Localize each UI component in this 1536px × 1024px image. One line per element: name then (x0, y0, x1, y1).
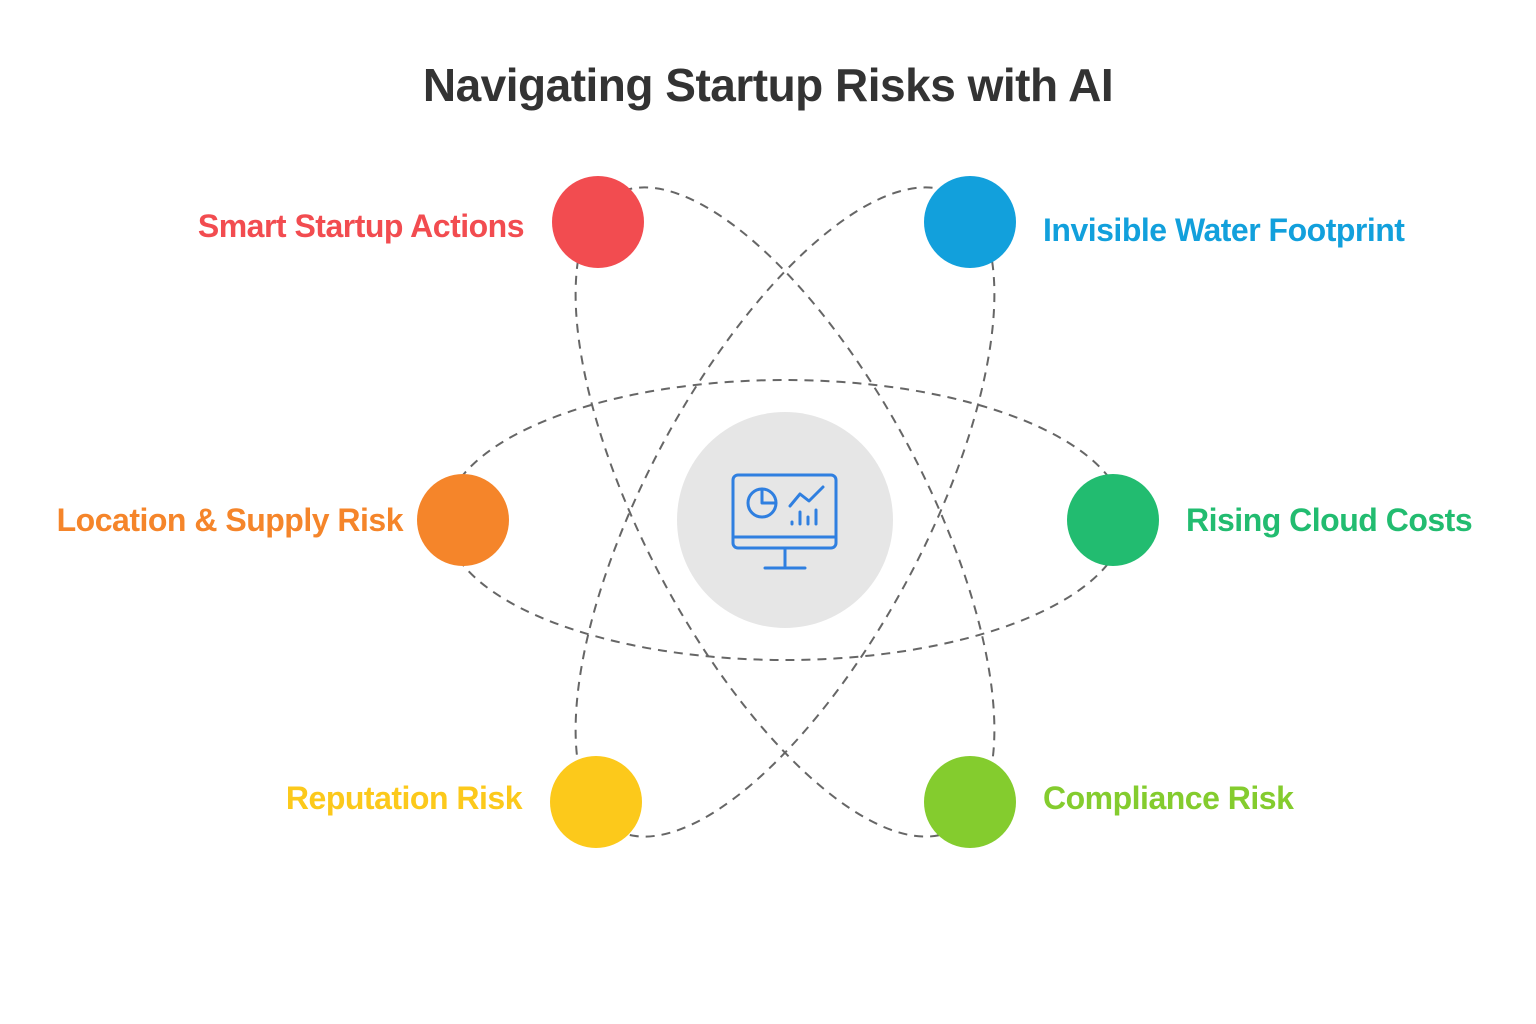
label-compliance-risk: Compliance Risk (1043, 780, 1294, 816)
center-hub (677, 412, 893, 628)
node-dot-compliance-risk (924, 756, 1016, 848)
label-location-supply-risk: Location & Supply Risk (56, 502, 404, 538)
node-dot-invisible-water-footprint (924, 176, 1016, 268)
monitor-analytics-icon (731, 473, 838, 570)
label-smart-startup-actions: Smart Startup Actions (197, 208, 525, 244)
node-dot-location-supply-risk (417, 474, 509, 566)
diagram-title: Navigating Startup Risks with AI (422, 59, 1114, 111)
node-dot-rising-cloud-costs (1067, 474, 1159, 566)
label-invisible-water-footprint: Invisible Water Footprint (1043, 212, 1405, 248)
node-dots (417, 176, 1159, 848)
label-rising-cloud-costs: Rising Cloud Costs (1186, 502, 1473, 538)
label-reputation-risk: Reputation Risk (285, 780, 523, 816)
node-dot-smart-startup-actions (552, 176, 644, 268)
node-dot-reputation-risk (550, 756, 642, 848)
